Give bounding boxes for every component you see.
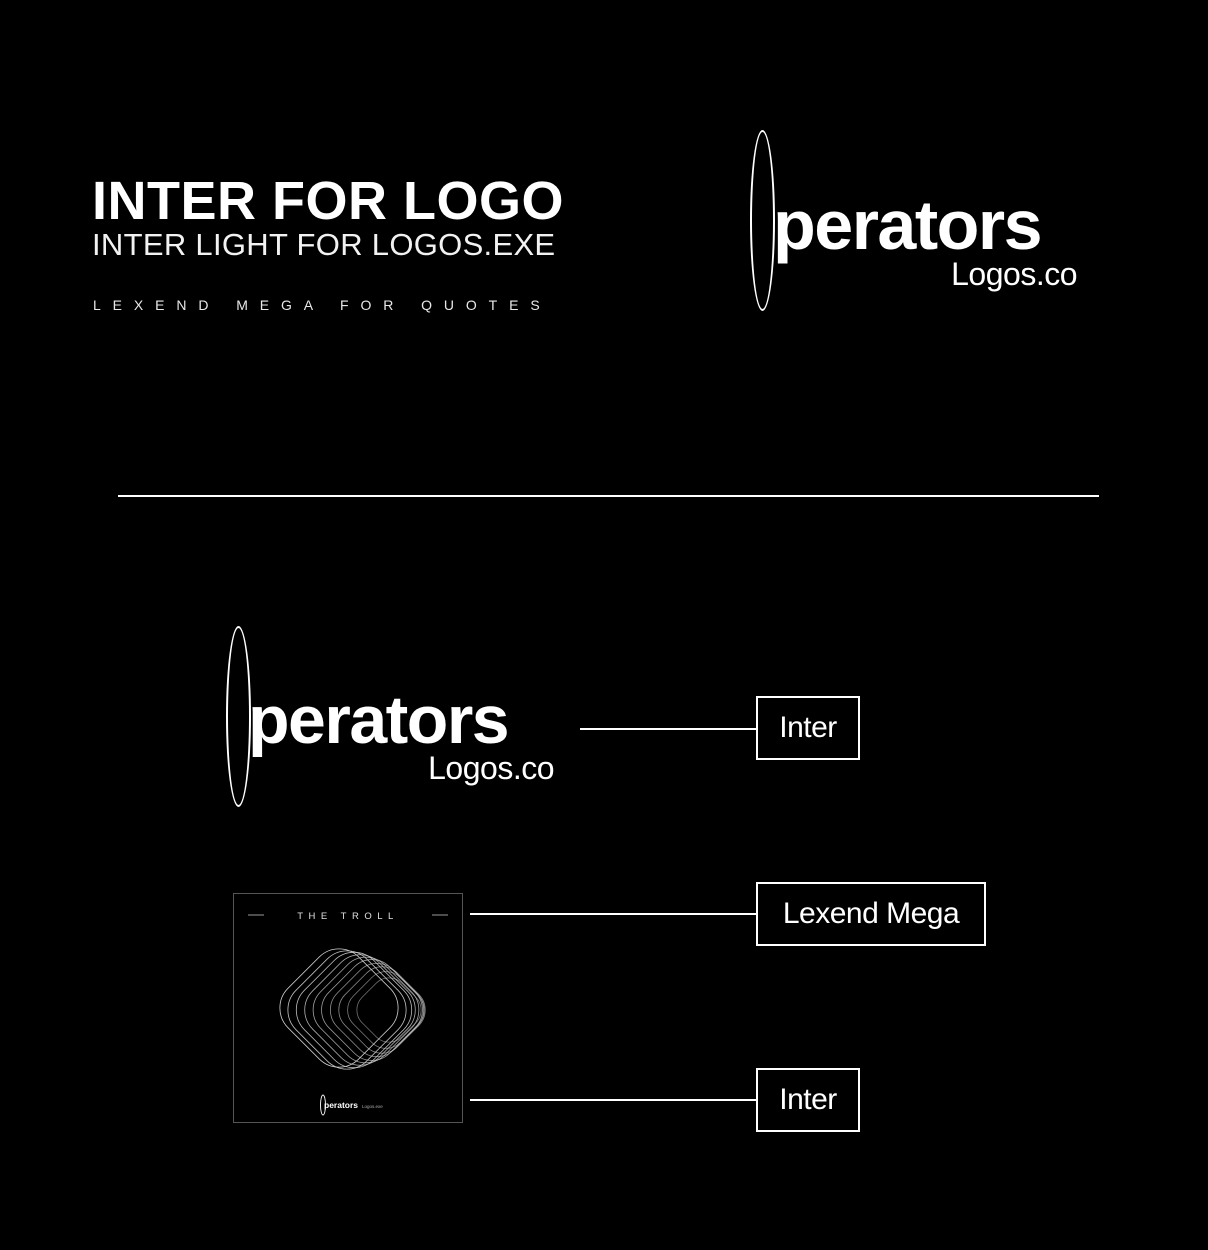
logo-wordmark: perators [773, 186, 1043, 264]
operators-logo-large: perators Logos.co [745, 128, 1085, 313]
cover-logo-oval-mark [320, 1094, 326, 1116]
heading-inter-bold: INTER FOR LOGO [92, 171, 564, 231]
section-divider [118, 495, 1099, 497]
cover-artwork-graphic: THE TROLL perators Logos.exe [248, 911, 448, 1116]
logo-oval-mark [226, 626, 251, 807]
heading-lexend-mega: LEXEND MEGA FOR QUOTES [93, 297, 552, 313]
font-label-logo: Inter [756, 696, 860, 760]
cover-title: THE TROLL [297, 911, 399, 922]
heading-inter-light: INTER LIGHT FOR LOGOS.EXE [92, 227, 556, 262]
cover-artwork: THE TROLL perators Logos.exe [233, 893, 463, 1123]
connector-line-logo [580, 728, 756, 730]
logo-domain: Logos.co [428, 750, 554, 786]
logo-domain: Logos.co [951, 256, 1077, 292]
cover-logo-wordmark: perators [324, 1100, 358, 1110]
font-label-cover-title: Lexend Mega [756, 882, 986, 946]
logo-wordmark: perators [248, 682, 510, 758]
font-label-cover-footer: Inter [756, 1068, 860, 1132]
cover-logo-domain: Logos.exe [362, 1104, 383, 1109]
connector-line-cover-title [470, 913, 756, 915]
operators-logo: perators Logos.co [222, 624, 562, 809]
logo-oval-mark [750, 130, 775, 311]
cover-wave-shapes [279, 948, 426, 1070]
connector-line-cover-footer [470, 1099, 756, 1101]
